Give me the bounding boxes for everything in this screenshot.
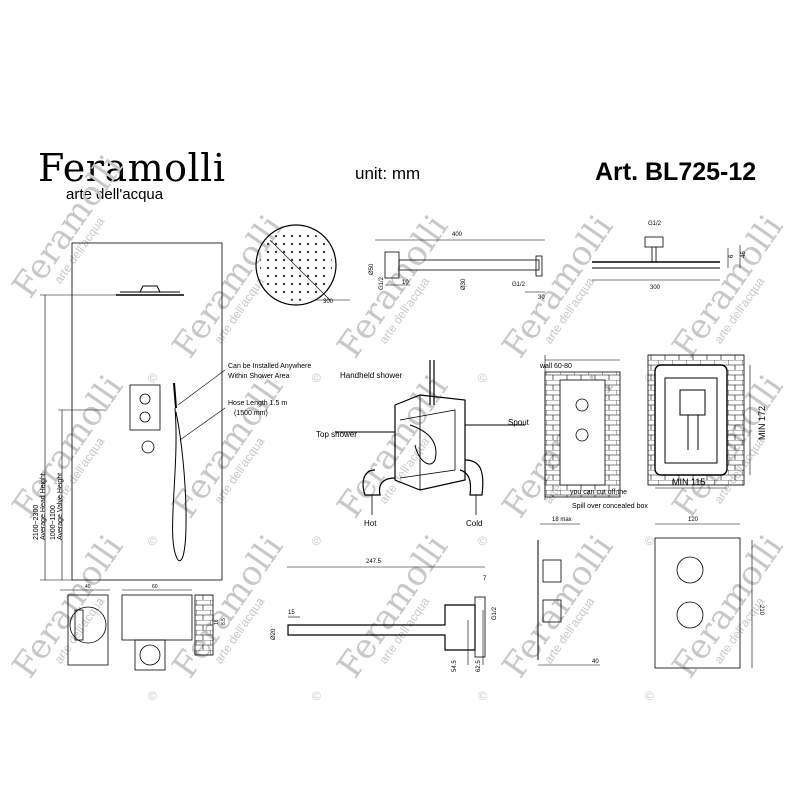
watermark-name: Feramolli (5, 148, 132, 305)
spout-side-view (287, 566, 486, 665)
dim-valve-height-label: Average Valve Height (57, 473, 64, 540)
brand-subtitle: arte dell'acqua (66, 186, 164, 203)
label-top-shower: Top shower (316, 430, 357, 439)
watermark-name: Feramolli (665, 208, 792, 365)
dim-head-height-label: Average Head Height (40, 473, 47, 540)
spout-t: 7 (483, 576, 487, 582)
spout-h1: 54.5 (452, 660, 458, 672)
watermark-name: Feramolli (665, 528, 792, 685)
valve-box-isometric (335, 360, 525, 515)
trim-height: 210 (758, 605, 764, 616)
label-min-width: MIN 115 (672, 477, 705, 487)
concealed-box-front-view (544, 355, 621, 500)
watermark-name: Feramolli (165, 368, 292, 525)
watermark-name: Feramolli (5, 368, 132, 525)
copyright-mark: © (312, 371, 321, 385)
part-dim-d: 8.5 (221, 618, 227, 625)
part-dim-b: 60 (152, 584, 158, 590)
arm-diameter-1: Ø50 (369, 263, 375, 275)
copyright-mark: © (645, 534, 654, 548)
spout-diameter: Ø20 (271, 628, 277, 640)
watermark-name: Feramolli (330, 368, 457, 525)
brand-name: Feramolli (38, 146, 226, 190)
spout-length: 247.5 (366, 559, 382, 565)
small-parts-views (60, 589, 214, 671)
head-side-h2: 46 (741, 251, 747, 258)
label-spout: Spout (508, 418, 530, 427)
hose-note-line-1: Hose Length 1.5 m (228, 400, 287, 407)
copyright-mark: © (148, 534, 157, 548)
head-side-h1: 6 (729, 254, 735, 258)
unit-label: unit: mm (355, 164, 421, 183)
copyright-mark: © (478, 371, 487, 385)
label-cold: Cold (466, 519, 482, 528)
spout-thread: G1/2 (492, 606, 498, 620)
dim-head-height: 2100~2300 (33, 505, 40, 540)
watermark-name: Feramolli (330, 528, 457, 685)
arm-offset: 10 (402, 280, 409, 286)
copyright-mark: © (148, 371, 157, 385)
arm-diameter-2: Ø30 (461, 278, 467, 290)
shower-head-top-view (255, 224, 350, 306)
concealed-box-wall-view (647, 354, 751, 489)
trim-depth: 18 max (552, 517, 572, 523)
install-note-line-2: Within Shower Area (228, 373, 290, 380)
label-handheld-shower: Handheld shower (340, 371, 403, 380)
install-note-line-1: Can be Installed Anywhere (228, 363, 311, 370)
label-cut-note: you can cut off the (570, 489, 627, 496)
brand-logo: Feramolli arte dell'acqua (38, 148, 225, 203)
dim-valve-height: 1000~1100 (50, 505, 57, 540)
trim-width: 120 (688, 517, 699, 523)
copyright-mark: © (478, 689, 487, 703)
arm-end: 30 (538, 295, 545, 301)
watermark-name: Feramolli (495, 528, 622, 685)
head-side-thread: G1/2 (648, 221, 662, 227)
arm-thread-2: G1/2 (512, 282, 526, 288)
label-min-height: MIN 172 (757, 406, 767, 440)
shower-head-side-view (592, 236, 741, 281)
part-dim-c: 16 (214, 619, 220, 625)
shower-arm-view (375, 239, 545, 293)
arm-thread-1: G1/2 (379, 276, 385, 290)
watermark-name: Feramolli (330, 208, 457, 365)
label-spill-note: Spill over concealed box (572, 503, 648, 510)
spout-h2: 62.5 (476, 660, 482, 672)
part-dim-a: 40 (85, 584, 91, 590)
wall-elevation-view (40, 242, 226, 581)
arm-length: 400 (452, 232, 463, 238)
article-number: Art. BL725-12 (595, 158, 757, 186)
copyright-mark: © (478, 534, 487, 548)
spout-r: 15 (288, 610, 295, 616)
copyright-mark: © (312, 534, 321, 548)
copyright-mark: © (645, 689, 654, 703)
trim-knob: 40 (592, 659, 599, 665)
copyright-mark: © (148, 689, 157, 703)
hose-note-line-2: (1500 mm) (234, 410, 268, 417)
head-side-width: 300 (650, 285, 661, 291)
copyright-mark: © (312, 689, 321, 703)
trim-plate-views (537, 523, 753, 669)
head-diameter: 300 (323, 299, 334, 305)
label-hot: Hot (364, 519, 377, 528)
label-wall-thickness: wall 60-80 (539, 363, 572, 370)
